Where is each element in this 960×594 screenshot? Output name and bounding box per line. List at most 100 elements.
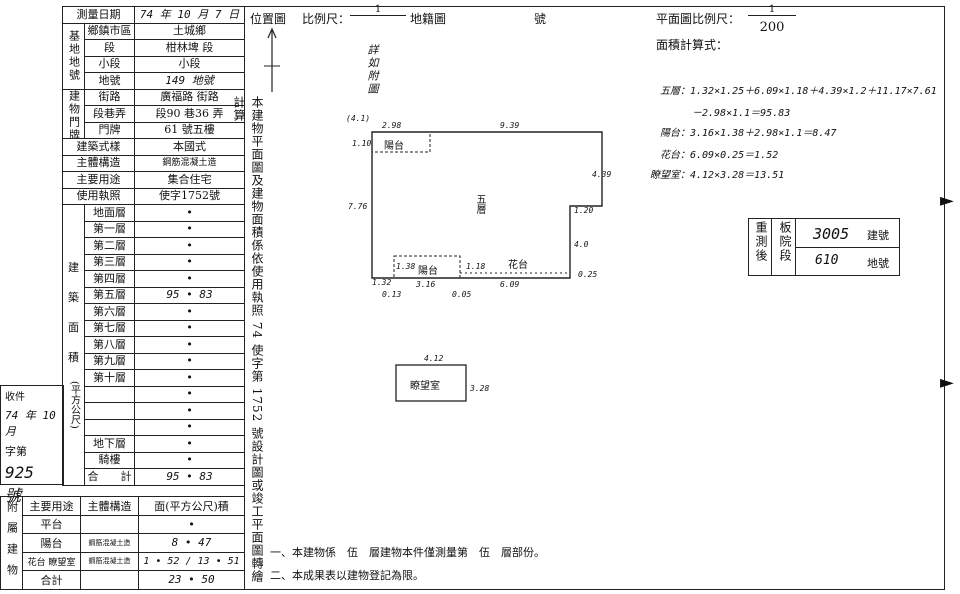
building-label: 使用執照 bbox=[62, 187, 135, 205]
calc-line: 陽台：3.16×1.38＋2.98×1.1＝8.47 bbox=[660, 128, 837, 139]
building-value: 鋼筋混凝土造 bbox=[134, 154, 245, 172]
dim-label: 0.13 bbox=[382, 290, 402, 299]
floor-area: • bbox=[134, 204, 245, 222]
dim-label: 0.25 bbox=[578, 270, 598, 279]
dim-label: 3.16 bbox=[416, 280, 436, 289]
floor-label: 地下層 bbox=[84, 435, 135, 453]
floor-label: 第一層 bbox=[84, 220, 135, 238]
land-label: 小段 bbox=[84, 55, 135, 73]
floor-area: • bbox=[134, 435, 245, 453]
building-number: 3005 bbox=[813, 225, 850, 243]
cadastral-label: 地籍圖 bbox=[410, 12, 447, 26]
lot-number: 610 bbox=[815, 253, 839, 268]
floor-label: 地面層 bbox=[84, 204, 135, 222]
floor-label: 第三層 bbox=[84, 253, 135, 271]
survey-date-label: 測量日期 bbox=[62, 6, 135, 24]
building-value: 集合住宅 bbox=[134, 171, 245, 189]
margin-arrow-icon: ► bbox=[940, 190, 954, 211]
floor-label: 第八層 bbox=[84, 336, 135, 354]
floor-area: • bbox=[134, 451, 245, 469]
dim-label: 4.39 bbox=[592, 170, 612, 179]
land-label: 鄉鎮市區 bbox=[84, 22, 135, 40]
land-value: 小段 bbox=[134, 55, 245, 73]
scale-label: 比例尺： bbox=[302, 12, 351, 26]
floor-area: • bbox=[134, 303, 245, 321]
dim-label: 1.20 bbox=[574, 206, 594, 215]
floor-plan bbox=[371, 131, 603, 402]
address-label: 門牌 bbox=[84, 121, 135, 139]
address-value: 61 號五樓 bbox=[134, 121, 245, 139]
calc-line: 五層：1.32×1.25＋6.09×1.18＋4.39×1.2＋11.17×7.… bbox=[660, 86, 937, 97]
location-label: 位置圖 bbox=[250, 12, 287, 26]
floor-label bbox=[84, 385, 135, 403]
floor-scale-num: 1 bbox=[748, 4, 796, 16]
attached-group-label: 附屬建物 bbox=[5, 500, 19, 585]
area-total-label: 合 計 bbox=[84, 468, 135, 486]
north-arrow-icon bbox=[264, 27, 280, 92]
attached-use: 平台 bbox=[22, 514, 81, 534]
receipt-text: 字第 bbox=[5, 445, 27, 458]
survey-date-value: 74 年 10 月 7 日 bbox=[134, 6, 245, 24]
attached-area: 8 • 47 bbox=[138, 533, 245, 553]
land-value: 土城鄉 bbox=[134, 22, 245, 40]
floor-area: • bbox=[134, 237, 245, 255]
floor-label bbox=[84, 402, 135, 420]
address-label: 街路 bbox=[84, 88, 135, 106]
area-group-label: 面 bbox=[68, 320, 79, 334]
attached-header: 主要用途 bbox=[22, 496, 81, 516]
floor-area: • bbox=[134, 253, 245, 271]
license-note: 本建物平面圖及建物面積係依使用執照 74 使字第 1752 號設計圖或竣工平面圖… bbox=[232, 96, 264, 584]
floor-scale-den: 200 bbox=[759, 20, 785, 35]
floor-label: 第四層 bbox=[84, 270, 135, 288]
attached-structure bbox=[80, 514, 139, 534]
floor-area: • bbox=[134, 352, 245, 370]
building-label: 主要用途 bbox=[62, 171, 135, 189]
floor-outline bbox=[371, 131, 603, 279]
note-2: 二、本成果表以建物登記為限。 bbox=[270, 569, 424, 582]
lookout-room bbox=[395, 364, 467, 402]
resurvey-col2: 板院段 bbox=[778, 221, 792, 263]
dim-label: 4.0 bbox=[574, 240, 589, 249]
floor-label bbox=[84, 418, 135, 436]
dim-label: 2.98 bbox=[382, 121, 402, 130]
floor-area: • bbox=[134, 402, 245, 420]
floor-label: 第九層 bbox=[84, 352, 135, 370]
hand-note: 詳如附圖 bbox=[366, 44, 379, 96]
floor-label: 第十層 bbox=[84, 369, 135, 387]
area-group-label: 築 bbox=[68, 290, 79, 304]
floor-label: 第二層 bbox=[84, 237, 135, 255]
lot-number-unit: 地號 bbox=[867, 257, 889, 270]
area-group-label: 建 bbox=[68, 260, 79, 274]
address-value: 廣福路 街路 bbox=[134, 88, 245, 106]
land-label: 段 bbox=[84, 39, 135, 57]
floor-area: • bbox=[134, 369, 245, 387]
dim-label: 1.18 bbox=[466, 262, 486, 271]
attached-header: 主體構造 bbox=[80, 496, 139, 516]
attached-area: 23 • 50 bbox=[138, 570, 245, 590]
land-group-label: 基地地號 bbox=[62, 22, 85, 90]
attached-use: 陽台 bbox=[22, 533, 81, 553]
attached-header: 面(平方公尺)積 bbox=[138, 496, 245, 516]
area-total-value: 95 • 83 bbox=[134, 468, 245, 486]
number-label: 號 bbox=[534, 12, 547, 26]
dim-label: 7.76 bbox=[348, 202, 368, 211]
floor-area: • bbox=[134, 385, 245, 403]
floor-scale-label: 平面圖比例尺： bbox=[656, 12, 741, 26]
building-label: 建築式樣 bbox=[62, 138, 135, 156]
floor-area: • bbox=[134, 270, 245, 288]
attached-use: 合計 bbox=[22, 570, 81, 590]
attached-structure: 鋼筋混凝土造 bbox=[80, 533, 139, 553]
floor-label: 第五層 bbox=[84, 286, 135, 304]
floor-label: 第六層 bbox=[84, 303, 135, 321]
tower-label: 瞭望室 bbox=[410, 381, 440, 392]
calc-line: －2.98×1.1＝95.83 bbox=[692, 108, 791, 119]
dim-label: 9.39 bbox=[500, 121, 520, 130]
dim-label: 0.05 bbox=[452, 290, 472, 299]
calc-line: 瞭望室：4.12×3.28＝13.51 bbox=[650, 170, 785, 181]
dim-label: 1.38 bbox=[396, 262, 416, 271]
floor-label: 騎樓 bbox=[84, 451, 135, 469]
floor-label: 五層 bbox=[474, 194, 485, 214]
scale-value: 1 bbox=[350, 4, 406, 16]
